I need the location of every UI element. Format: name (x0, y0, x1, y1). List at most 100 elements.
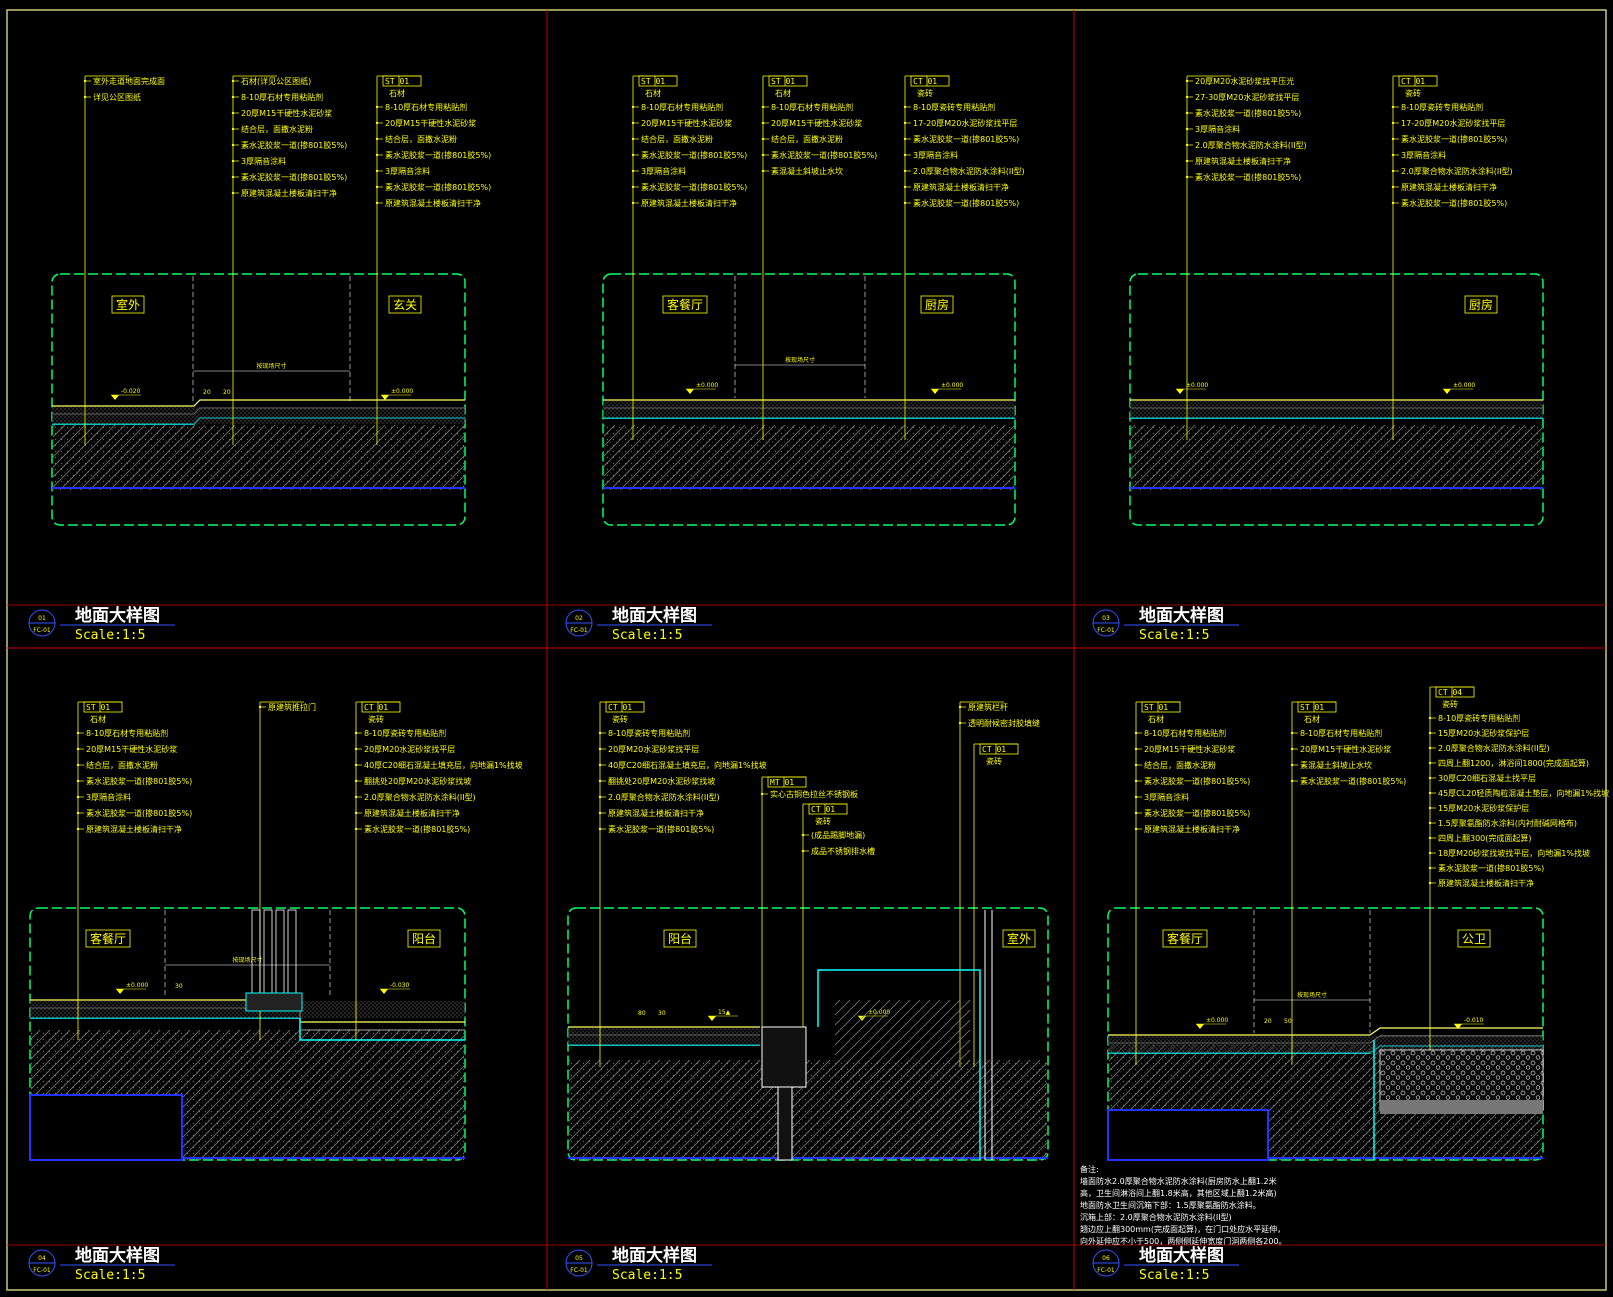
level-value: ±0.000 (696, 382, 718, 389)
detail-number: 05 (575, 1255, 583, 1262)
layer-description: 结合层，面撒水泥粉 (1144, 760, 1216, 770)
material-tag: MT 01 (770, 778, 794, 787)
detail-title: 地面大样图 (1139, 605, 1224, 626)
detail-scale: Scale:1:5 (75, 1268, 145, 1283)
layer-description: 素混凝土斜坡止水坎 (771, 166, 843, 176)
note-line: 地面防水卫生间沉箱下部：1.5厚聚氨酯防水涂料。 (1080, 1200, 1261, 1210)
dimension-value: 20 (1264, 1018, 1272, 1025)
concrete-slab-aggregate (53, 425, 464, 490)
level-value: ±0.000 (1206, 1017, 1228, 1024)
layer-description: 3厚隔音涂料 (1401, 150, 1446, 160)
sheet-reference: FC-01 (570, 1267, 588, 1274)
detail-number: 01 (38, 615, 46, 622)
layer-description: 结合层，面撒水泥粉 (771, 134, 843, 144)
callout-2: CT 04瓷砖8-10厚瓷砖专用粘贴剂15厚M20水泥砂浆保护层2.0厚聚合物水… (1428, 686, 1609, 1065)
layer-description: 素水泥胶浆一道(掺801胶5%) (913, 134, 1019, 144)
layer-description: 素水泥胶浆一道(掺801胶5%) (86, 808, 192, 818)
layer-description: 8-10厚瓷砖专用粘贴剂 (364, 728, 446, 738)
material-name: 瓷砖 (1442, 699, 1458, 709)
sheet-reference: FC-01 (1097, 627, 1115, 634)
level-value: -0.030 (390, 982, 410, 989)
level-marker-icon (381, 395, 389, 400)
detail-title: 地面大样图 (612, 605, 697, 626)
material-tag: CT 01 (811, 805, 835, 814)
layer-description: 原建筑混凝土楼板清扫干净 (608, 808, 704, 818)
material-tag: CT 01 (982, 745, 1006, 754)
material-name: 石材 (1304, 714, 1320, 724)
detail-number: 03 (1102, 615, 1110, 622)
layer-description: 15厚M20水泥砂浆保护层 (1438, 803, 1529, 813)
layer-description: 8-10厚瓷砖专用粘贴剂 (913, 102, 995, 112)
layer-description: 8-10厚石材专用粘贴剂 (1144, 728, 1226, 738)
layer-description: 20厚M15干硬性水泥砂浆 (1300, 744, 1391, 754)
layer-description: 40厚C20细石混凝土填充层，向地漏1%找坡 (608, 760, 767, 770)
layer-description: 原建筑混凝土楼板清扫干净 (1401, 182, 1497, 192)
detail-scale: Scale:1:5 (75, 628, 145, 643)
material-name: 瓷砖 (986, 756, 1002, 766)
room-label: 厨房 (1469, 297, 1493, 312)
callout-1: 石材(详见公区图纸)8-10厚石材专用粘贴剂20厚M15干硬性水泥砂浆结合层，面… (231, 75, 347, 445)
room-label: 室外 (1007, 931, 1031, 946)
layer-description: 27-30厚M20水泥砂浆找平层 (1195, 92, 1299, 102)
level-marker-icon (1196, 1024, 1204, 1029)
layer-description: 20厚M15干硬性水泥砂浆 (385, 118, 476, 128)
layer-description: 素水泥胶浆一道(掺801胶5%) (385, 182, 491, 192)
layer-description: 2.0厚聚合物水泥防水涂料(II型) (1195, 140, 1307, 150)
dimension-label: 按现场尺寸 (1297, 991, 1327, 999)
room-label: 阳台 (668, 931, 692, 946)
room-label: 客餐厅 (90, 931, 126, 946)
layer-description: 素水泥胶浆一道(掺801胶5%) (364, 824, 470, 834)
level-value: ±0.000 (1453, 382, 1475, 389)
detail-title: 地面大样图 (612, 1245, 697, 1266)
layer-description: 8-10厚石材专用粘贴剂 (385, 102, 467, 112)
level-marker-icon (111, 395, 119, 400)
layer-description: 8-10厚石材专用粘贴剂 (771, 102, 853, 112)
layer-description: 原建筑推拉门 (268, 702, 316, 712)
room-label: 厨房 (925, 297, 949, 312)
layer-description: 素水泥胶浆一道(掺801胶5%) (641, 150, 747, 160)
parapet-hatch (835, 1000, 970, 1160)
layer-description: 结合层，面撒水泥粉 (385, 134, 457, 144)
callout-0: 20厚M20水泥砂浆找平压光27-30厚M20水泥砂浆找平层素水泥胶浆一道(掺8… (1185, 75, 1307, 440)
level-value: ±0.000 (391, 388, 413, 395)
layer-description: 素混凝土斜坡止水坎 (1300, 760, 1372, 770)
room-label: 阳台 (412, 931, 436, 946)
layer-description: 3厚隔音涂料 (1144, 792, 1189, 802)
drainage-channel (761, 1026, 807, 1088)
layer-description: 17-20厚M20水泥砂浆找平层 (913, 118, 1017, 128)
dimension-value: 20 (223, 389, 231, 396)
layer-description: 20厚M20水泥砂浆找平压光 (1195, 76, 1294, 86)
layer-description: 2.0厚聚合物水泥防水涂料(II型) (364, 792, 476, 802)
callout-1: ST 01石材8-10厚石材专用粘贴剂20厚M15干硬性水泥砂浆素混凝土斜坡止水… (1290, 701, 1406, 1065)
slab-void (29, 1094, 183, 1161)
layer-description: 素水泥胶浆一道(掺801胶5%) (1300, 776, 1406, 786)
dimension-value: 80 (638, 1010, 646, 1017)
callout-0: ST 01石材8-10厚石材专用粘贴剂20厚M15干硬性水泥砂浆结合层，面撒水泥… (76, 701, 192, 1040)
layer-description: 素水泥胶浆一道(掺801胶5%) (641, 182, 747, 192)
room-label-box (1457, 929, 1491, 948)
room-label-box (1002, 929, 1036, 948)
layer-description: 20厚M15干硬性水泥砂浆 (86, 744, 177, 754)
room-label: 室外 (116, 297, 140, 312)
level-marker-icon (1443, 389, 1451, 394)
layer-description: 20厚M15干硬性水泥砂浆 (241, 108, 332, 118)
callout-2: CT 01瓷砖8-10厚瓷砖专用粘贴剂17-20厚M20水泥砂浆找平层素水泥胶浆… (903, 75, 1025, 440)
layer-description: 3厚隔音涂料 (241, 156, 286, 166)
callout-2: ST 01石材8-10厚石材专用粘贴剂20厚M15干硬性水泥砂浆结合层，面撒水泥… (375, 75, 491, 445)
level-value: ±0.000 (126, 982, 148, 989)
level-marker-icon (708, 1016, 716, 1021)
room-label: 公卫 (1462, 932, 1486, 946)
screed-layer (1130, 401, 1543, 418)
detail-number: 04 (38, 1255, 46, 1262)
layer-description: 原建筑混凝土楼板清扫干净 (913, 182, 1009, 192)
concrete-slab-aggregate (569, 1060, 1047, 1160)
material-tag: CT 01 (364, 703, 388, 712)
callout-2: CT 01瓷砖8-10厚瓷砖专用粘贴剂20厚M20水泥砂浆找平层40厚C20细石… (354, 701, 523, 1040)
layer-description: 素水泥胶浆一道(掺801胶5%) (1401, 198, 1507, 208)
note-line: 沉箱上部：2.0厚聚合物水泥防水涂料(II型) (1080, 1212, 1232, 1222)
layer-description: (成品踢脚地漏) (811, 830, 865, 840)
layer-description: 20厚M20水泥砂浆找平层 (608, 744, 699, 754)
